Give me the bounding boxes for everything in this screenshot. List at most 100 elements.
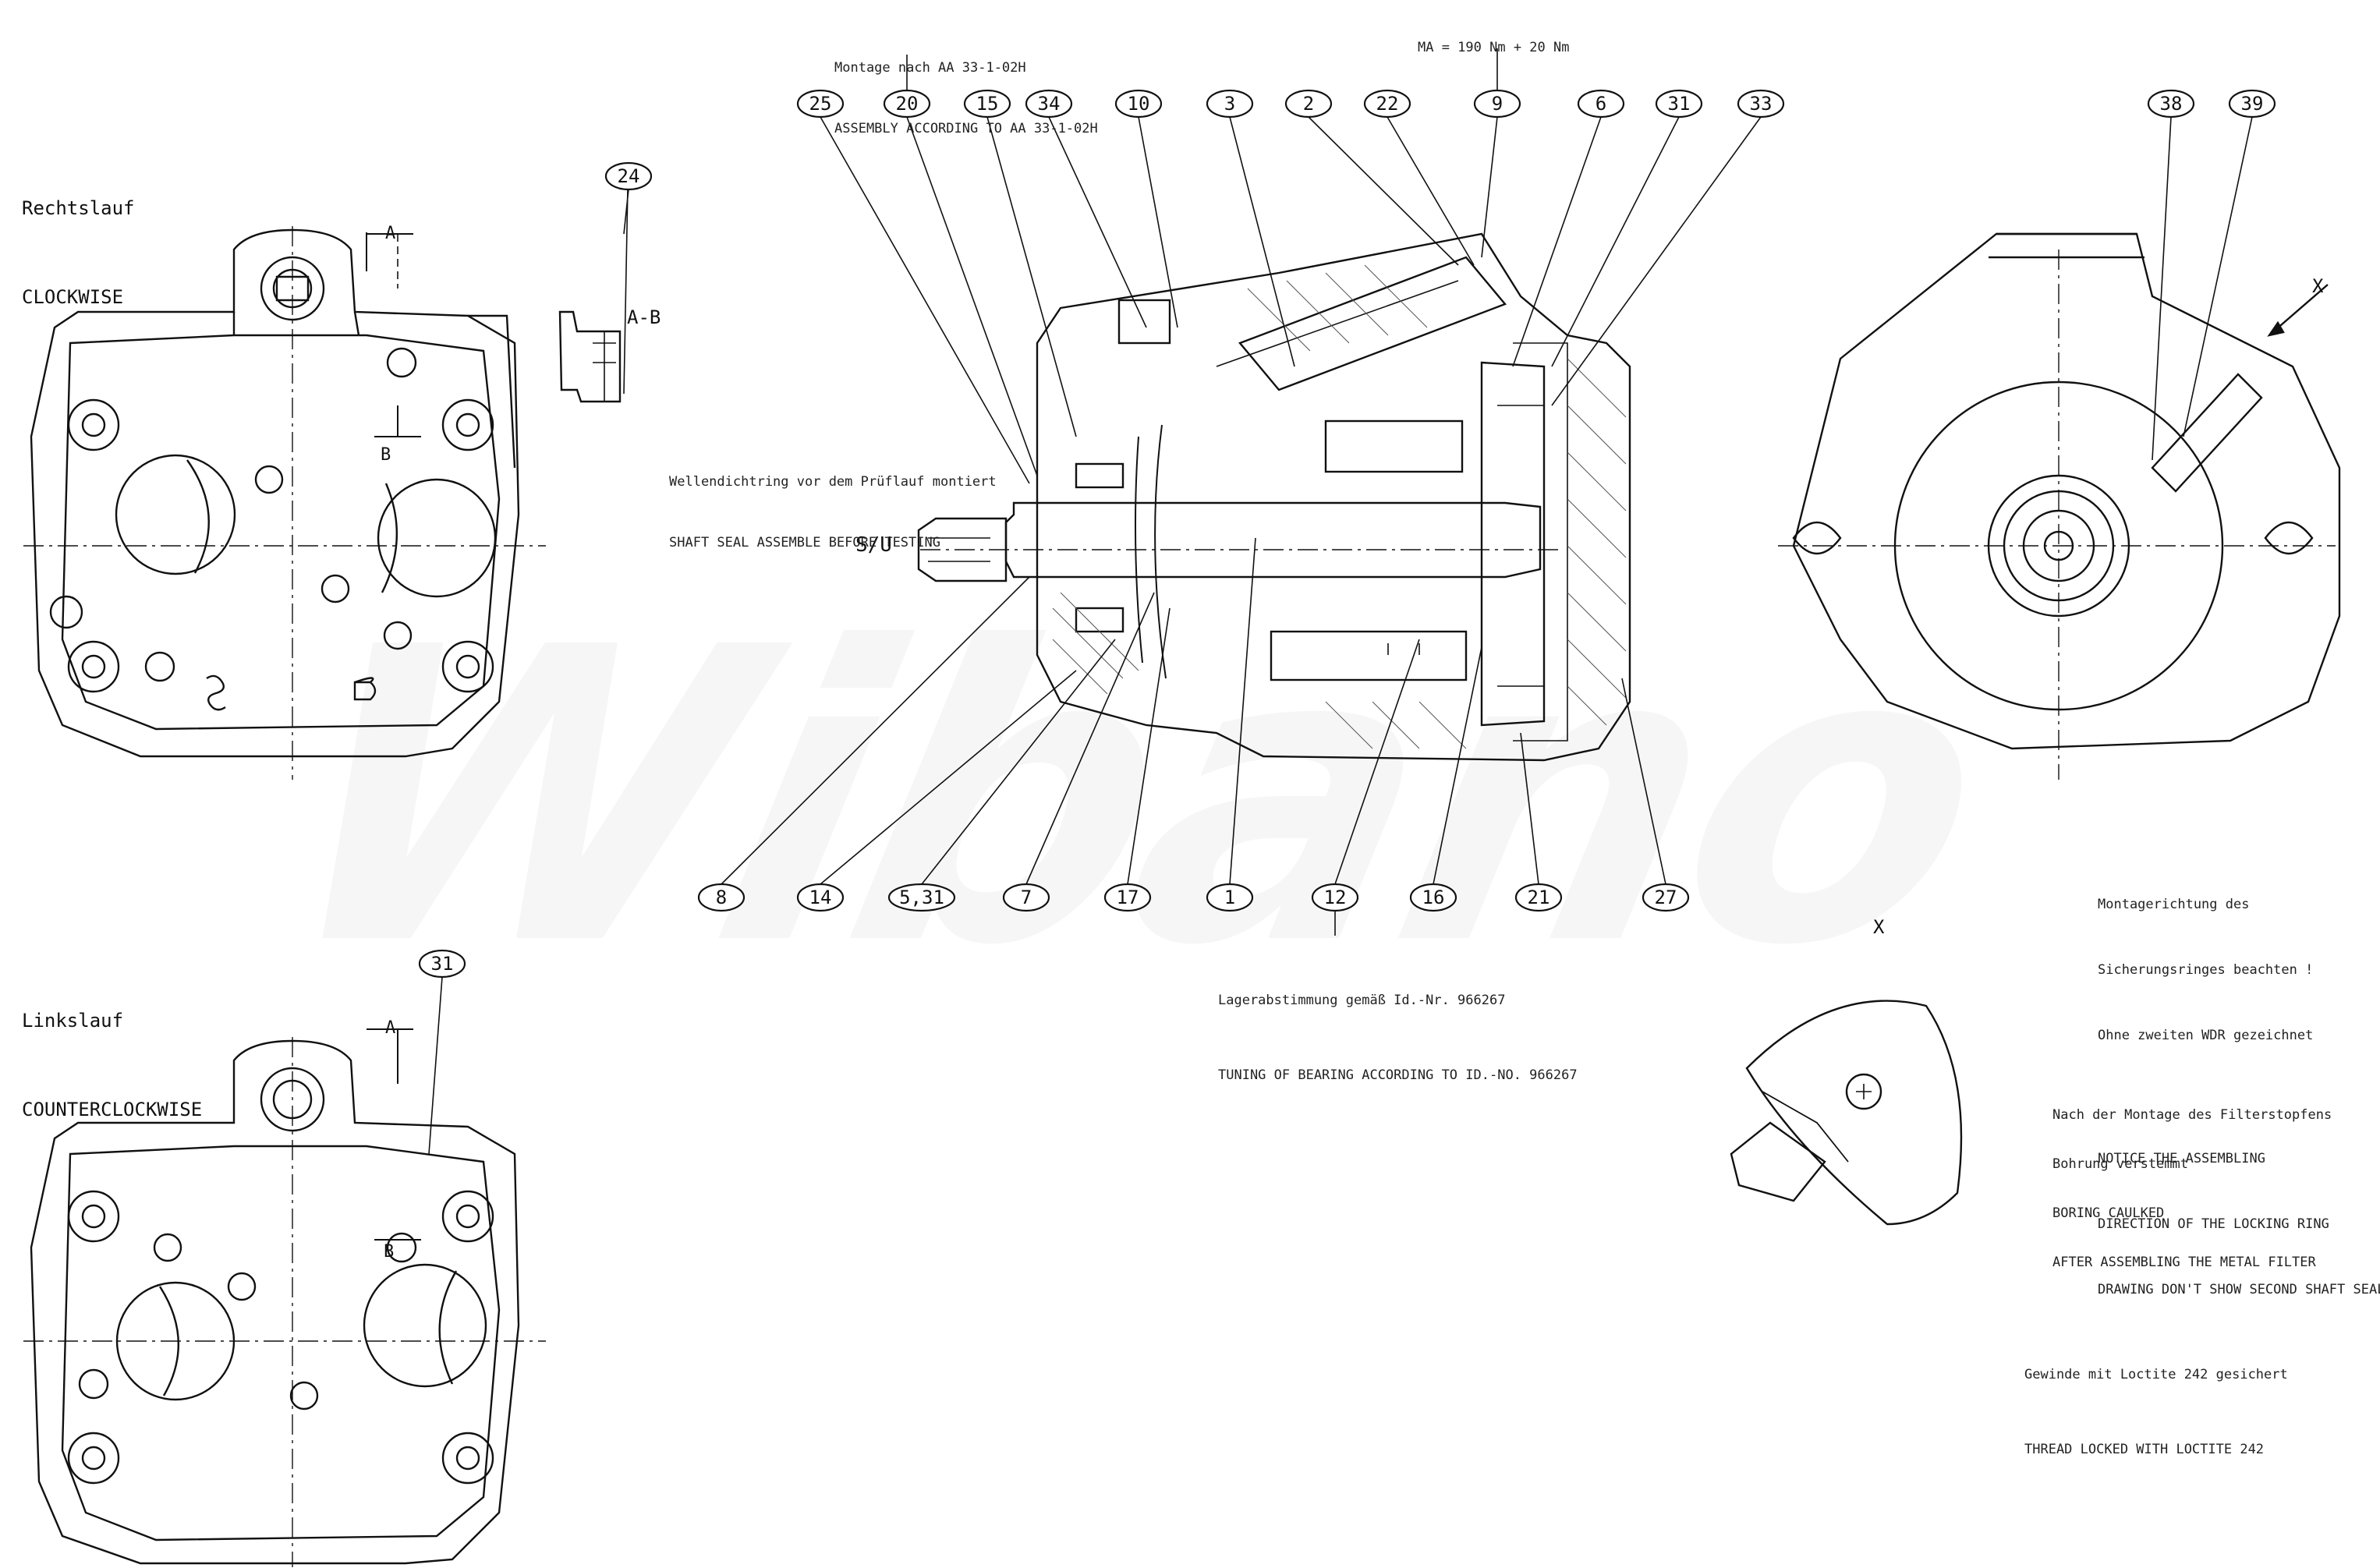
balloon-bottom-14-label: 14 xyxy=(809,887,832,908)
locking-ring-de-3: Ohne zweiten WDR gezeichnet xyxy=(2098,1028,2314,1043)
locking-ring-en-1: NOTICE THE ASSEMBLING xyxy=(2098,1151,2265,1166)
balloon-right-38-label: 38 xyxy=(2160,93,2183,115)
main-hatching xyxy=(1052,264,1627,749)
clockwise-front-view xyxy=(23,226,546,780)
balloon-9-label: 9 xyxy=(1492,93,1503,115)
locking-ring-note: Montagerichtung des Sicherungsringes bea… xyxy=(2098,850,2380,1322)
bearing-de: Lagerabstimmung gemäß Id.-Nr. 966267 xyxy=(1218,993,1506,1008)
leader-bottom-17 xyxy=(1127,607,1171,885)
assembly-de: Montage nach AA 33-1-02H xyxy=(834,60,1026,76)
bearing-note: Lagerabstimmung gemäß Id.-Nr. 966267 TUN… xyxy=(1218,938,1578,1113)
balloon-bottom-12: 12 xyxy=(1311,883,1359,912)
balloon-bottom-27: 27 xyxy=(1642,883,1690,912)
balloon-3-label: 3 xyxy=(1224,93,1235,115)
balloon-25: 25 xyxy=(796,89,845,119)
section-ab-detail xyxy=(558,186,629,403)
balloon-bottom-17: 17 xyxy=(1103,883,1152,912)
view-title-clockwise: Rechtslauf CLOCKWISE xyxy=(22,134,135,342)
balloon-15-label: 15 xyxy=(976,93,999,115)
filter-de-1: Nach der Montage des Filterstopfens xyxy=(2052,1107,2332,1123)
shaft-seal-en: SHAFT SEAL ASSEMBLE BEFORE TESTING xyxy=(669,535,940,550)
balloon-31-label: 31 xyxy=(1668,93,1691,115)
shaft-label: S/U xyxy=(855,533,892,557)
filter-en-2: AFTER ASSEMBLING THE METAL FILTER xyxy=(2052,1255,2316,1270)
leader-top-33 xyxy=(1551,116,1762,406)
balloon-bottom-16: 16 xyxy=(1409,883,1457,912)
leader-top-6 xyxy=(1512,116,1602,367)
locking-ring-de-1: Montagerichtung des xyxy=(2098,897,2250,912)
balloon-2: 2 xyxy=(1284,89,1333,119)
right-end-view xyxy=(1778,232,2341,780)
balloon-20-label: 20 xyxy=(896,93,919,115)
balloon-ccw-label: 31 xyxy=(431,953,454,975)
view-x-label: X xyxy=(1873,916,1885,938)
cw-bolt-holes xyxy=(49,347,494,693)
counterclockwise-en-label: COUNTERCLOCKWISE xyxy=(22,1099,203,1120)
balloon-bottom-8: 8 xyxy=(697,883,746,912)
cw-section-b-label: B xyxy=(381,445,391,465)
clockwise-de-label: Rechtslauf xyxy=(22,197,135,219)
locking-ring-en-2: DIRECTION OF THE LOCKING RING xyxy=(2098,1216,2329,1232)
balloon-33: 33 xyxy=(1737,89,1785,119)
assembly-note: Montage nach AA 33-1-02H ASSEMBLY ACCORD… xyxy=(834,17,1098,159)
leader-bottom-8 xyxy=(721,576,1030,885)
leader-bottom-21 xyxy=(1520,732,1539,885)
balloon-10-label: 10 xyxy=(1128,93,1150,115)
balloon-bottom-21: 21 xyxy=(1514,883,1563,912)
assembly-en: ASSEMBLY ACCORDING TO AA 33-1-02H xyxy=(834,121,1098,136)
balloon-33-label: 33 xyxy=(1750,93,1773,115)
balloon-2-label: 2 xyxy=(1303,93,1314,115)
balloon-6: 6 xyxy=(1577,89,1625,119)
ccw-section-b-label: B xyxy=(384,1242,394,1262)
filter-en-1: BORING CAULKED xyxy=(2052,1205,2165,1221)
balloon-34-label: 34 xyxy=(1038,93,1061,115)
balloon-ccw: 31 xyxy=(418,949,466,979)
leader-top-9 xyxy=(1481,116,1498,258)
balloon-15: 15 xyxy=(963,89,1011,119)
ccw-section-a-label: A xyxy=(385,1018,395,1038)
balloon-6-label: 6 xyxy=(1596,93,1606,115)
balloon-bottom-8-label: 8 xyxy=(716,887,727,908)
leader-bottom-7 xyxy=(1025,592,1155,885)
loctite-en: THREAD LOCKED WITH LOCTITE 242 xyxy=(2024,1442,2265,1457)
balloon-right-38: 38 xyxy=(2147,89,2195,119)
leader-top-25 xyxy=(820,116,1030,484)
balloon-section-ab-label: 24 xyxy=(618,165,640,187)
balloon-10: 10 xyxy=(1114,89,1163,119)
balloon-bottom-5-31: 5,31 xyxy=(887,883,956,912)
balloon-right-39-label: 39 xyxy=(2241,93,2264,115)
leader-top-3 xyxy=(1229,116,1295,367)
leader-bottom-12 xyxy=(1334,639,1420,885)
view-x-detail xyxy=(1730,1000,1963,1226)
balloon-right-39: 39 xyxy=(2228,89,2276,119)
leader-bottom-1 xyxy=(1229,537,1256,885)
balloon-9: 9 xyxy=(1473,89,1521,119)
filter-de-2: Bohrung verstemmt xyxy=(2052,1156,2188,1172)
balloon-31: 31 xyxy=(1655,89,1703,119)
leader-top-2 xyxy=(1308,116,1459,266)
balloon-bottom-1-label: 1 xyxy=(1224,887,1235,908)
leader-top-22 xyxy=(1387,116,1475,266)
view-title-counterclockwise: Linkslauf COUNTERCLOCKWISE xyxy=(22,947,202,1154)
balloon-3: 3 xyxy=(1206,89,1254,119)
balloon-34: 34 xyxy=(1025,89,1073,119)
balloon-22: 22 xyxy=(1363,89,1411,119)
leader-top-20 xyxy=(906,116,1038,476)
loctite-note: Gewinde mit Loctite 242 gesichert THREAD… xyxy=(2024,1312,2288,1487)
leader-right-39 xyxy=(2183,116,2253,437)
balloon-bottom-12-label: 12 xyxy=(1324,887,1347,908)
cw-section-a-label: A xyxy=(385,224,395,243)
clockwise-en-label: CLOCKWISE xyxy=(22,286,124,308)
balloon-25-label: 25 xyxy=(809,93,832,115)
balloon-bottom-27-label: 27 xyxy=(1655,887,1677,908)
bearing-en: TUNING OF BEARING ACCORDING TO ID.-NO. 9… xyxy=(1218,1067,1578,1083)
leader-bottom-14 xyxy=(820,670,1077,885)
view-x-arrow-label: X xyxy=(2312,275,2324,297)
leader-bottom-16 xyxy=(1433,646,1482,885)
balloon-bottom-7-label: 7 xyxy=(1021,887,1032,908)
balloon-bottom-5-31-label: 5,31 xyxy=(899,887,944,908)
filter-note: Nach der Montage des Filterstopfens Bohr… xyxy=(2052,1074,2332,1287)
leader-bottom-27 xyxy=(1621,678,1666,885)
